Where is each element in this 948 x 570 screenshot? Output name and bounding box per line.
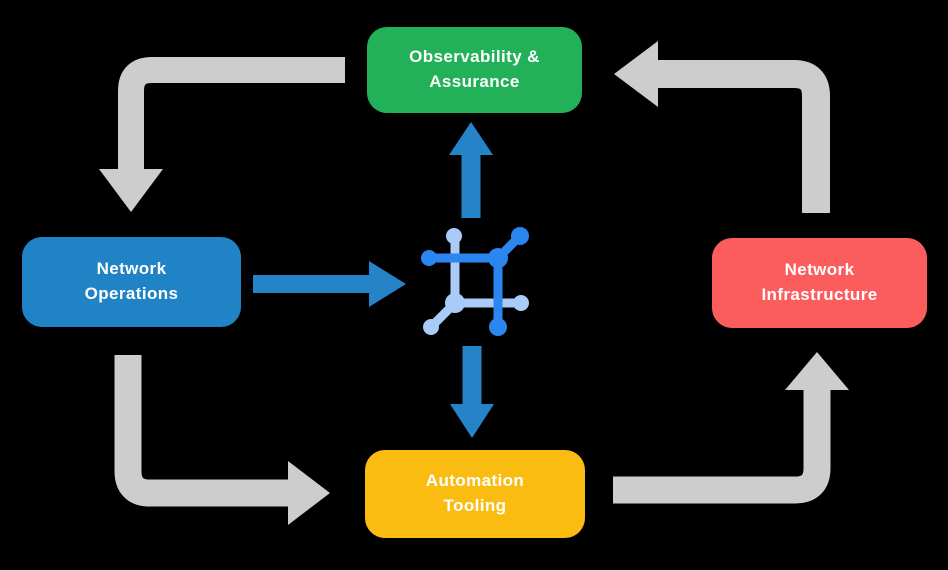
arrow-center-to-observability <box>449 122 493 218</box>
arrow-head <box>99 169 163 212</box>
arrow-shaft <box>118 57 345 170</box>
arrow-head <box>450 404 494 438</box>
arrow-shaft <box>613 390 831 504</box>
icon-node-top-left <box>446 228 462 244</box>
node-automation-tooling: Automation Tooling <box>365 450 585 538</box>
arrow-head <box>369 261 406 307</box>
arrow-head <box>288 461 330 525</box>
arrow-observability-to-operations <box>99 57 345 212</box>
arrow-automation-to-infrastructure <box>613 352 849 504</box>
node-network-operations: Network Operations <box>22 237 241 327</box>
arrow-operations-to-automation <box>114 355 330 525</box>
icon-node-upper-right <box>511 227 529 245</box>
node-infrastructure-label: Network Infrastructure <box>761 260 878 304</box>
icon-dark-branch <box>421 227 529 336</box>
arrow-center-to-automation <box>450 346 494 438</box>
arrow-head <box>614 41 658 107</box>
node-observability-assurance: Observability & Assurance <box>367 27 582 113</box>
network-automation-icon <box>421 227 529 336</box>
arrow-operations-to-center <box>253 261 406 307</box>
arrow-shaft <box>658 60 830 213</box>
icon-node-left <box>421 250 437 266</box>
arrow-infrastructure-to-observability <box>614 41 830 213</box>
icon-light-branch <box>423 228 529 335</box>
icon-node-bottom <box>489 318 507 336</box>
arrow-shaft <box>114 355 288 507</box>
icon-junction-top-right <box>488 248 508 268</box>
icon-node-lower-left <box>423 319 439 335</box>
node-automation-label: Automation Tooling <box>425 471 525 515</box>
arrow-head <box>449 122 493 155</box>
node-operations-label: Network Operations <box>84 259 179 303</box>
icon-node-right <box>513 295 529 311</box>
node-observability-label: Observability & Assurance <box>409 47 540 91</box>
icon-junction-bottom-left <box>445 293 465 313</box>
node-network-infrastructure: Network Infrastructure <box>712 238 927 328</box>
arrow-head <box>785 352 849 390</box>
